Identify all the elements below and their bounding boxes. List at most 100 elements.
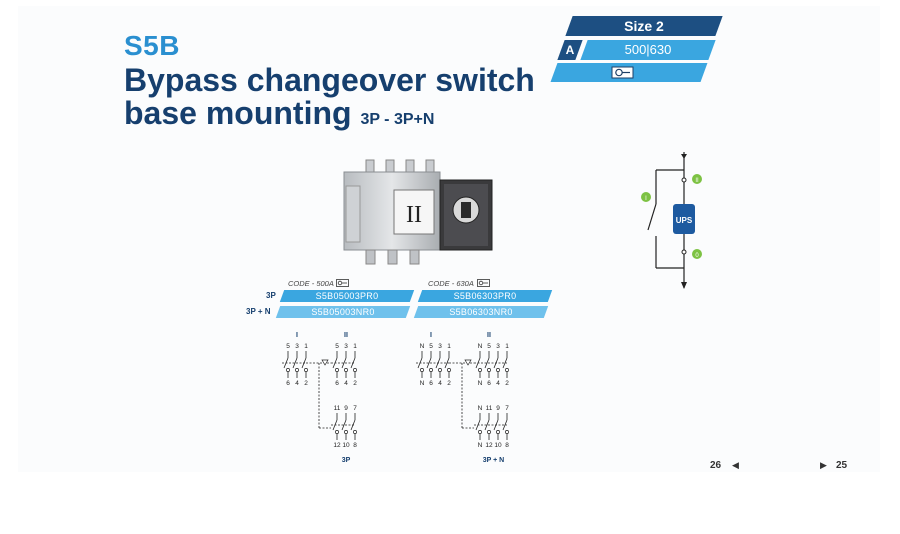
code-value: S5B06303PR0 bbox=[453, 291, 517, 301]
contact-point bbox=[478, 430, 482, 434]
position-i-label: I bbox=[430, 332, 432, 339]
size-header-label: Size 2 bbox=[624, 18, 664, 34]
code-cell-500-3pn: S5B05003NR0 bbox=[275, 306, 411, 318]
lower-bottom-terminal: 8 bbox=[353, 442, 357, 449]
code-cell-500-3p: S5B05003PR0 bbox=[279, 290, 415, 302]
contact-point bbox=[353, 430, 357, 434]
pos-i-top-terminal: 3 bbox=[438, 343, 442, 350]
contact-point bbox=[335, 430, 339, 434]
switch-blade bbox=[341, 357, 347, 369]
pos-ii-bottom-terminal: 6 bbox=[487, 380, 491, 387]
title-line-1: Bypass changeover switch bbox=[124, 62, 535, 98]
pos-ii-bottom-terminal: 4 bbox=[496, 380, 500, 387]
lower-top-terminal: N bbox=[478, 405, 483, 412]
contact-point bbox=[420, 368, 424, 372]
marker-0-text: 0 bbox=[695, 253, 699, 259]
contact-point bbox=[304, 368, 308, 372]
switch-blade bbox=[426, 357, 432, 369]
pos-ii-top-terminal: 5 bbox=[487, 343, 491, 350]
code-value: S5B05003NR0 bbox=[311, 307, 375, 317]
lower-bottom-terminal: 10 bbox=[494, 442, 502, 449]
position-i-label: I bbox=[296, 332, 298, 339]
contact-point bbox=[344, 368, 348, 372]
contact-point bbox=[344, 430, 348, 434]
switch-blade bbox=[502, 419, 508, 431]
contact-point bbox=[447, 368, 451, 372]
pos-i-bottom-terminal: 6 bbox=[429, 380, 433, 387]
contact-point bbox=[286, 368, 290, 372]
pos-ii-top-terminal: 3 bbox=[344, 343, 348, 350]
pos-ii-bottom-terminal: 2 bbox=[353, 380, 357, 387]
prev-page-arrow-icon[interactable]: ◀ bbox=[732, 460, 739, 470]
series-title: S5B bbox=[124, 30, 180, 61]
contact-point bbox=[295, 368, 299, 372]
contact-point bbox=[335, 368, 339, 372]
marker-i bbox=[641, 192, 651, 202]
pos-i-bottom-terminal: 6 bbox=[286, 380, 290, 387]
contact-point bbox=[438, 368, 442, 372]
position-ii-label: II bbox=[344, 332, 348, 339]
pos-i-top-terminal: 1 bbox=[447, 343, 451, 350]
pos-ii-top-terminal: N bbox=[478, 343, 483, 350]
page-number-right: 25 bbox=[836, 460, 847, 471]
next-page-arrow-icon[interactable]: ▶ bbox=[820, 460, 827, 470]
contact-point bbox=[353, 368, 357, 372]
code-630-header: CODE - 630A bbox=[428, 279, 474, 288]
key-icon bbox=[611, 66, 634, 79]
pos-i-top-terminal: 3 bbox=[295, 343, 299, 350]
code-row-label-3p: 3P bbox=[266, 291, 276, 300]
pos-ii-bottom-terminal: 4 bbox=[344, 380, 348, 387]
switch-product-image: II bbox=[343, 159, 493, 265]
contact-point bbox=[487, 368, 491, 372]
contact-point bbox=[496, 430, 500, 434]
pos-ii-bottom-terminal: N bbox=[478, 380, 483, 387]
code-row-label-3pn: 3P + N bbox=[246, 307, 271, 316]
code-cell-630-3pn: S5B06303NR0 bbox=[413, 306, 549, 318]
marker-ii bbox=[692, 174, 702, 184]
lower-bottom-terminal: 10 bbox=[342, 442, 350, 449]
switch-blade bbox=[502, 357, 508, 369]
pos-i-top-terminal: 5 bbox=[429, 343, 433, 350]
lower-bottom-terminal: 12 bbox=[333, 442, 341, 449]
ups-bypass-diagram: UPS I II 0 bbox=[641, 152, 702, 289]
size-value-text: 500|630 bbox=[624, 42, 672, 57]
lower-top-terminal: 7 bbox=[353, 405, 357, 412]
key-icon bbox=[477, 279, 490, 287]
switch-blade bbox=[292, 357, 298, 369]
pos-i-top-terminal: N bbox=[420, 343, 425, 350]
interlock-marker bbox=[321, 359, 329, 366]
size-value: 500|630 bbox=[580, 40, 716, 60]
interlock-marker bbox=[464, 359, 472, 366]
pos-i-bottom-terminal: 2 bbox=[304, 380, 308, 387]
marker-i-text: I bbox=[645, 196, 647, 202]
page-title: Bypass changeover switch base mounting 3… bbox=[124, 64, 535, 136]
code-500-header: CODE - 500A bbox=[288, 279, 334, 288]
size-row-label: A bbox=[557, 40, 583, 60]
lower-top-terminal: 9 bbox=[344, 405, 348, 412]
code-cell-630-3p: S5B06303PR0 bbox=[417, 290, 553, 302]
contact-point bbox=[487, 430, 491, 434]
contact-point bbox=[496, 368, 500, 372]
pos-i-bottom-terminal: 2 bbox=[447, 380, 451, 387]
marker-0 bbox=[692, 249, 702, 259]
panel-label: II bbox=[406, 202, 422, 228]
switch-blade bbox=[484, 419, 490, 431]
diagram-label: 3P bbox=[342, 457, 351, 464]
code-500-header-text: CODE - 500A bbox=[288, 279, 334, 288]
position-ii-label: II bbox=[487, 332, 491, 339]
pos-i-bottom-terminal: 4 bbox=[295, 380, 299, 387]
lower-top-terminal: 9 bbox=[496, 405, 500, 412]
size-header: Size 2 bbox=[565, 16, 723, 36]
marker-ii-text: II bbox=[695, 178, 699, 184]
pos-ii-top-terminal: 1 bbox=[353, 343, 357, 350]
contact-point bbox=[478, 368, 482, 372]
switch-blade bbox=[484, 357, 490, 369]
lower-bottom-terminal: N bbox=[478, 442, 483, 449]
contact-point bbox=[429, 368, 433, 372]
pos-ii-bottom-terminal: 2 bbox=[505, 380, 509, 387]
code-630-header-text: CODE - 630A bbox=[428, 279, 474, 288]
title-line-2-text: base mounting bbox=[124, 95, 352, 131]
